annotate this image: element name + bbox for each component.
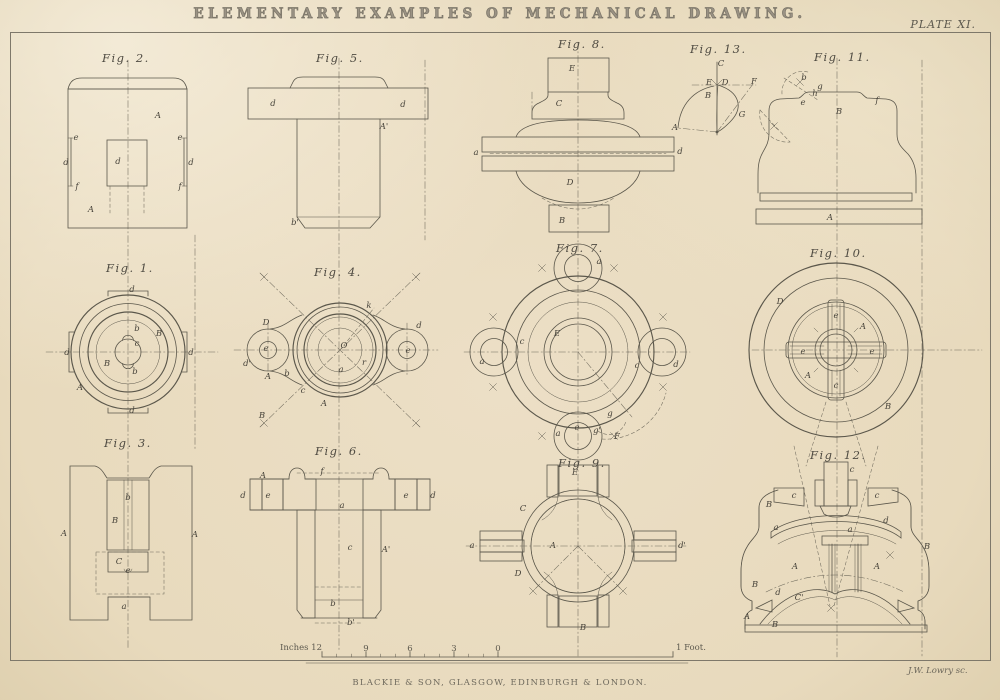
figure-label: Fig. 6. [315, 444, 363, 458]
scale-tick-9: 9 [363, 644, 369, 654]
figure-9-drawing [465, 464, 687, 628]
engraver-signature: J.W. Lowry sc. [908, 666, 968, 676]
figure-label: Fig. 5. [316, 51, 364, 65]
figure-label: Fig. 11. [814, 50, 871, 64]
figure-label: Fig. 4. [314, 265, 362, 279]
figure-8-drawing [481, 57, 675, 233]
figure-label: Fig. 13. [690, 42, 747, 56]
figure-label: Fig. 8. [558, 37, 606, 51]
figure-13-drawing [677, 61, 757, 136]
figure-1-drawing [45, 290, 219, 414]
plate-number: PLATE XI. [910, 18, 976, 31]
publisher-imprint: BLACKIE & SON, GLASGOW, EDINBURGH & LOND… [352, 678, 648, 688]
figure-label: Fig. 7. [556, 241, 604, 255]
scale-tick-0: 0 [495, 644, 501, 654]
figure-label: Fig. 9. [558, 456, 606, 470]
figure-label: Fig. 2. [102, 51, 150, 65]
figure-3-drawing [69, 465, 193, 621]
figure-2-drawing [67, 77, 188, 229]
figure-label: Fig. 10. [810, 246, 867, 260]
plate-title: ELEMENTARY EXAMPLES OF MECHANICAL DRAWIN… [193, 6, 807, 23]
figure-5-drawing [247, 76, 429, 229]
plate-border [10, 32, 991, 661]
figure-label: Fig. 12. [810, 448, 867, 462]
scale-left-label: Inches 12 [280, 643, 322, 653]
scale-right-label: 1 Foot. [676, 643, 706, 653]
figure-label: Fig. 3. [104, 436, 152, 450]
scale-bar-rule [305, 651, 689, 664]
figure-11-drawing [755, 71, 923, 225]
scale-tick-6: 6 [407, 644, 413, 654]
scale-tick-3: 3 [451, 644, 457, 654]
figure-label: Fig. 1. [106, 261, 154, 275]
figure-12-drawing [740, 445, 930, 633]
figure-4-drawing [233, 272, 439, 428]
figure-6-drawing [249, 467, 431, 624]
figure-7-drawing [463, 243, 691, 461]
figure-10-drawing [748, 262, 983, 467]
